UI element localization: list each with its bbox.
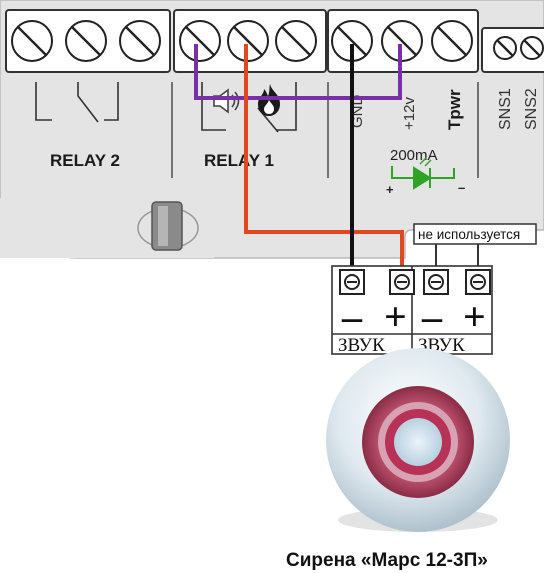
- purple-jumper-wire: [194, 44, 402, 100]
- siren-block1-plus: +: [384, 294, 407, 339]
- sns1-label: SNS1: [497, 88, 514, 130]
- led-plus-label: +: [386, 182, 394, 197]
- terminal-screw: [431, 20, 473, 62]
- terminal-screw: [179, 20, 221, 62]
- terminal-screw: [331, 20, 373, 62]
- terminal-screw: [119, 20, 161, 62]
- siren-caption: Сирена «Марс 12-3П»: [286, 550, 488, 571]
- terminal-screw: [11, 20, 53, 62]
- siren-terminal-screw: [339, 269, 365, 295]
- siren-block2-plus: +: [463, 294, 486, 339]
- terminal-screw: [65, 20, 107, 62]
- relay2-contact-symbol: [35, 82, 119, 123]
- led-minus-label: –: [458, 180, 465, 195]
- unused-note: не используется: [418, 227, 520, 242]
- sns2-label: SNS2: [523, 88, 540, 130]
- tpwr-label: Tpwr: [445, 89, 464, 130]
- terminal-screw: [227, 20, 269, 62]
- terminal-screw: [275, 20, 317, 62]
- mounting-clip: [137, 201, 199, 251]
- led-current-label: 200mA: [390, 147, 438, 164]
- siren-block1-minus: –: [341, 294, 363, 339]
- terminal-screw: [493, 36, 517, 60]
- orange-plus-wire: [244, 44, 404, 270]
- siren-terminal-screw: [465, 269, 491, 295]
- unused-note-box: [413, 223, 537, 245]
- siren-block2-minus: –: [421, 294, 443, 339]
- siren-terminal-screw: [423, 269, 449, 295]
- relay2-label: RELAY 2: [50, 151, 120, 170]
- led-diode-icon: [391, 157, 455, 190]
- terminal-screw: [520, 36, 544, 60]
- siren-terminal-screw: [389, 269, 415, 295]
- siren-block1-label: ЗВУК: [338, 335, 385, 356]
- siren-device-image: [326, 348, 510, 532]
- relay1-label: RELAY 1: [204, 151, 274, 170]
- v12-label: +12v: [401, 97, 418, 130]
